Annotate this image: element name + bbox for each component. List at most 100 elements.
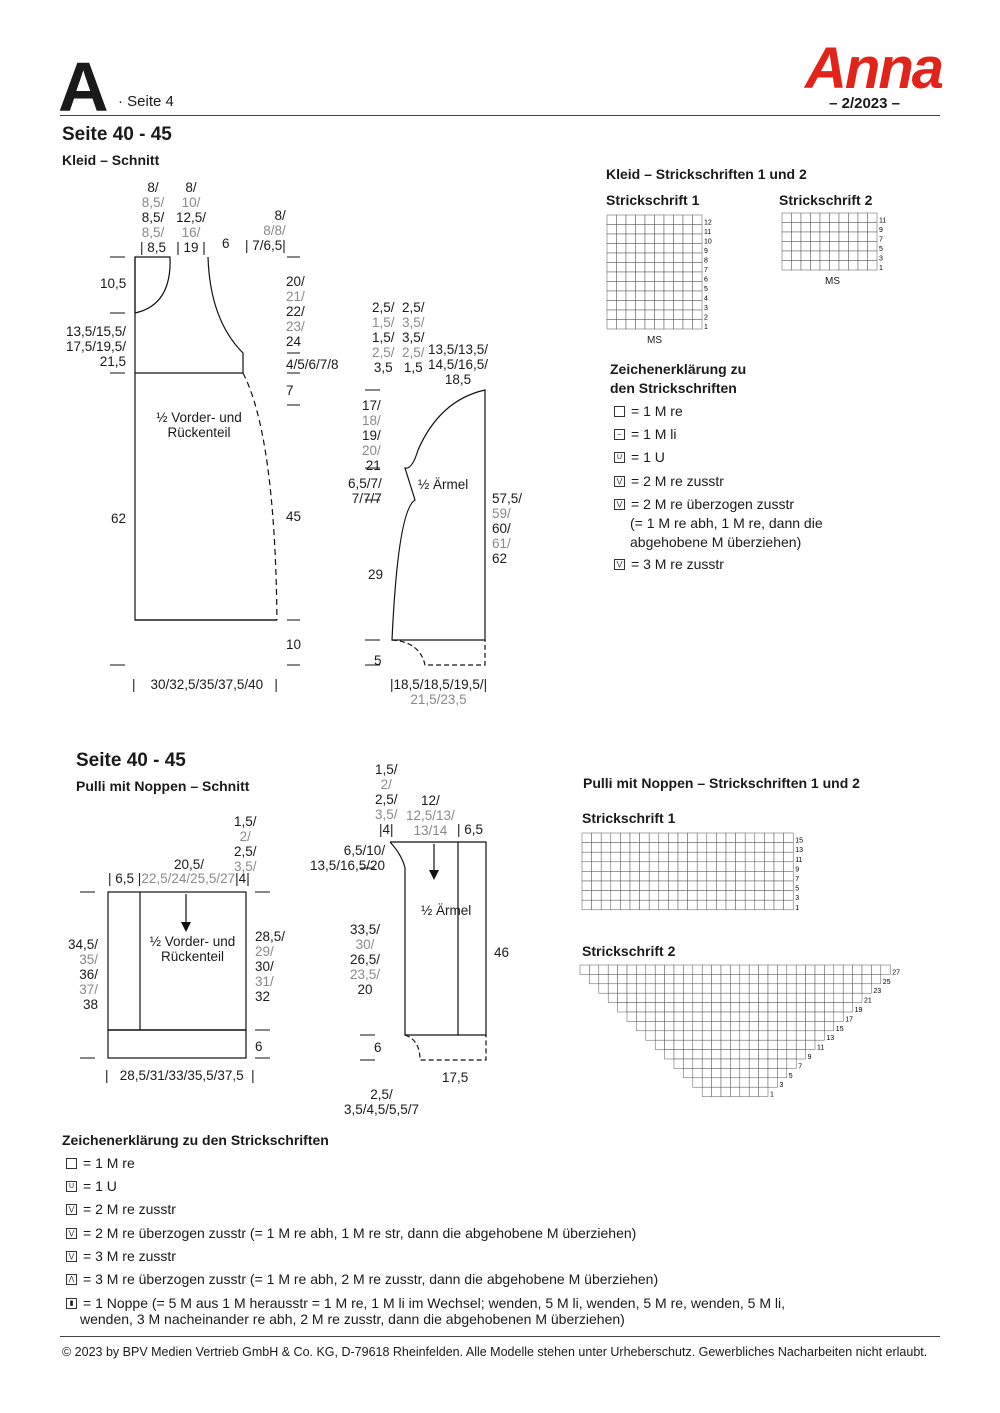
chart-cell <box>658 851 669 863</box>
chart-cell <box>658 832 669 843</box>
chart-cell <box>777 1058 788 1069</box>
sk2p-icon: ⋀ <box>66 1273 77 1285</box>
chart-cell <box>795 992 806 1003</box>
chart-cell <box>767 1049 778 1060</box>
chart-cell <box>639 832 650 843</box>
chart-cell <box>758 1068 769 1079</box>
chart-cell <box>682 243 693 254</box>
chart-cell <box>682 319 693 330</box>
chart-cell <box>777 974 788 985</box>
chart-cell <box>735 861 746 872</box>
chart-cell <box>636 1021 647 1032</box>
chart-cell <box>735 890 746 901</box>
chart-cell <box>795 1021 806 1032</box>
chart-cell <box>744 842 756 853</box>
chart-cell <box>764 871 775 882</box>
chart-cell <box>683 1021 694 1032</box>
chart-cell <box>692 1011 703 1022</box>
chart-cell <box>644 233 655 244</box>
sleeve-dim-left-5: 5 <box>374 653 382 668</box>
chart-cell <box>687 899 698 911</box>
chart-cell <box>781 231 792 242</box>
chart-cell <box>706 871 717 882</box>
chart-cell <box>867 222 878 233</box>
chart-cell <box>800 212 811 223</box>
chart-cell <box>581 880 592 891</box>
chart-cell <box>617 1002 628 1013</box>
chart-cell <box>810 241 821 252</box>
chart-cell <box>814 964 825 975</box>
chart-cell <box>786 983 797 994</box>
chart-cell <box>748 1077 759 1088</box>
chart-cell <box>829 222 840 233</box>
chart-cell <box>677 842 688 853</box>
chart-cell <box>682 309 693 320</box>
chart-cell <box>857 212 868 223</box>
chart-cell <box>682 214 693 225</box>
chart-cell <box>654 992 665 1003</box>
chart-cell <box>781 212 792 223</box>
chart-cell <box>857 241 868 252</box>
chart-cell <box>773 899 784 911</box>
chart-cell <box>600 899 612 911</box>
chart-cell <box>701 1077 712 1088</box>
chart-cell <box>706 851 717 863</box>
chart-cell <box>663 262 674 273</box>
chart-cell <box>701 1011 712 1022</box>
chart-cell <box>639 880 650 891</box>
legend2-bobble: ▮= 1 Noppe (= 5 M aus 1 M herausstr = 1 … <box>66 1295 785 1311</box>
dim-top-a: 8/8,5/8,5/8,5/| 8,5 <box>140 180 167 255</box>
chart-cell <box>687 880 698 891</box>
chart-cell <box>748 992 759 1003</box>
footer-rule <box>60 1336 940 1337</box>
chart-cell <box>645 974 656 985</box>
row-number: 1 <box>879 265 883 272</box>
chart-cell <box>606 281 617 292</box>
chart-cell <box>777 1068 788 1079</box>
chart-cell <box>629 871 640 882</box>
chart-cell <box>810 212 821 223</box>
pulli-sleeve-dim-left-335: 33,5/30/26,5/23,5/20 <box>350 922 381 997</box>
chart-cell <box>648 851 660 863</box>
chart-cell <box>838 241 849 252</box>
pulli-dim-top-15: 1,5/2/2,5/3,5/ <box>234 814 257 874</box>
chart-cell <box>739 1002 750 1013</box>
chart-cell <box>692 1039 703 1050</box>
chart-cell <box>581 890 592 901</box>
brand-logo: Anna <box>805 36 944 101</box>
chart-cell <box>625 290 636 301</box>
chart-cell <box>692 262 703 273</box>
chart-cell <box>767 1077 778 1088</box>
chart-cell <box>739 1068 750 1079</box>
chart-cell <box>773 851 784 863</box>
chart-cell <box>663 214 674 225</box>
chart-cell <box>673 1002 684 1013</box>
dim-top-b: 8/10/12,5/16/| 19 | <box>176 180 207 255</box>
chart-cell <box>625 271 636 282</box>
chart-cell <box>848 212 859 223</box>
pulli-sleeve-dim-right: 46 <box>494 945 510 960</box>
chart-cell <box>626 983 637 994</box>
chart-cell <box>606 224 617 235</box>
chart-cell <box>591 851 602 863</box>
pulli-sleeve-dim-top-65: | 6,5 <box>457 822 484 837</box>
chart-cell <box>848 222 859 233</box>
pulli-dim-bottom: | 28,5/31/33/35,5/37,5 | <box>105 1068 255 1083</box>
chart-cell <box>654 319 665 330</box>
chart-cell <box>842 1002 853 1013</box>
chart-cell <box>720 1086 731 1097</box>
dim-right-10: 10 <box>286 637 302 652</box>
chart-cell <box>692 974 703 985</box>
chart-cell <box>683 1011 694 1022</box>
chart-cell <box>668 842 679 853</box>
chart-cell <box>616 319 627 330</box>
chart-cell <box>701 974 712 985</box>
sleeve-dim-top-b: 2,5/3,5/3,5/2,5/1,5 <box>402 300 425 375</box>
chart-cell <box>791 241 802 252</box>
chart-cell <box>654 1030 665 1041</box>
dim-top-c: 6 <box>222 236 230 251</box>
chart-cell <box>748 1086 759 1097</box>
dim-right-7: 7 <box>286 383 294 398</box>
chart-cell <box>673 1049 684 1060</box>
chart-cell <box>744 890 756 901</box>
